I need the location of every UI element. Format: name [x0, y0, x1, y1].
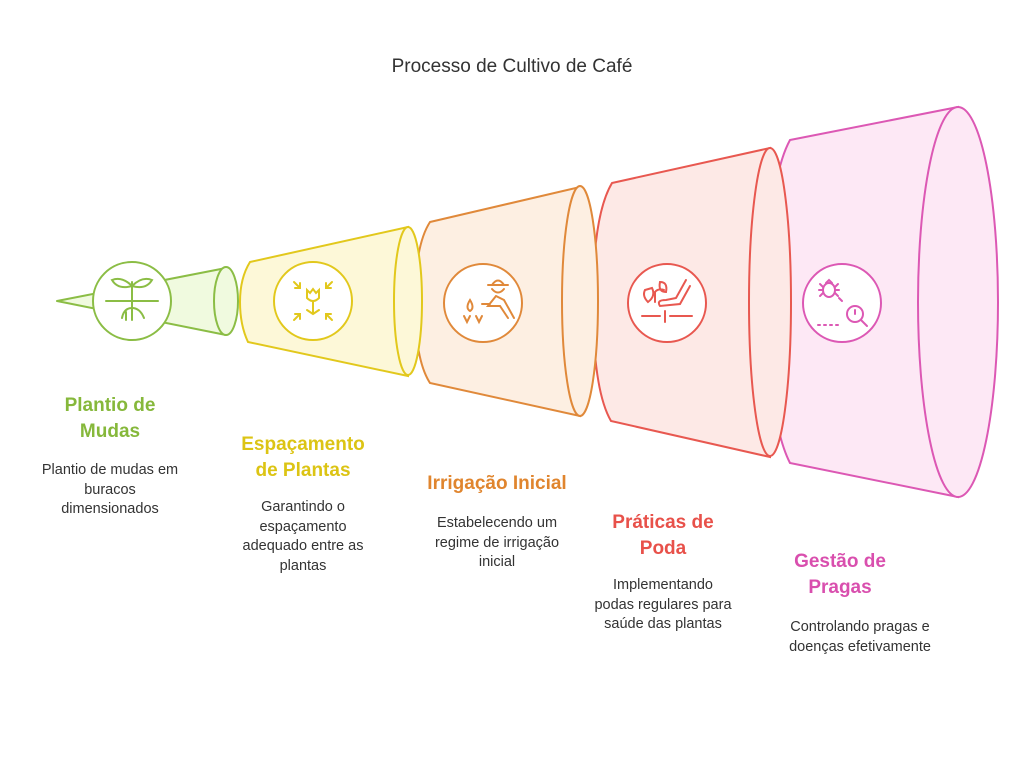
stage-4-label: Práticas de Poda — [612, 512, 714, 559]
diagram-title: Processo de Cultivo de Café — [391, 56, 633, 77]
flower-arrows-icon — [273, 261, 353, 341]
stage-3-desc: Estabelecendo um regime de irrigação ini… — [434, 515, 560, 570]
plant-roots-icon — [92, 261, 172, 341]
stage-1-label: Plantio de Mudas — [64, 395, 156, 442]
stage-5-desc: Controlando pragas e doenças efetivament… — [789, 619, 931, 655]
bug-magnifier-icon — [802, 263, 882, 343]
stage-3-label: Irrigação Inicial — [427, 473, 567, 494]
stage-1-desc: Plantio de mudas em buracos dimensionado… — [41, 462, 179, 517]
stage-5-label: Gestão de Pragas — [794, 551, 886, 598]
farmer-watering-icon — [443, 263, 523, 343]
stage-2-desc: Garantindo o espaçamento adequado entre … — [242, 499, 364, 574]
hand-pruning-plant-icon — [627, 263, 707, 343]
stage-2-label: Espaçamento de Plantas — [241, 434, 365, 481]
stage-4-desc: Implementando podas regulares para saúde… — [594, 577, 732, 632]
